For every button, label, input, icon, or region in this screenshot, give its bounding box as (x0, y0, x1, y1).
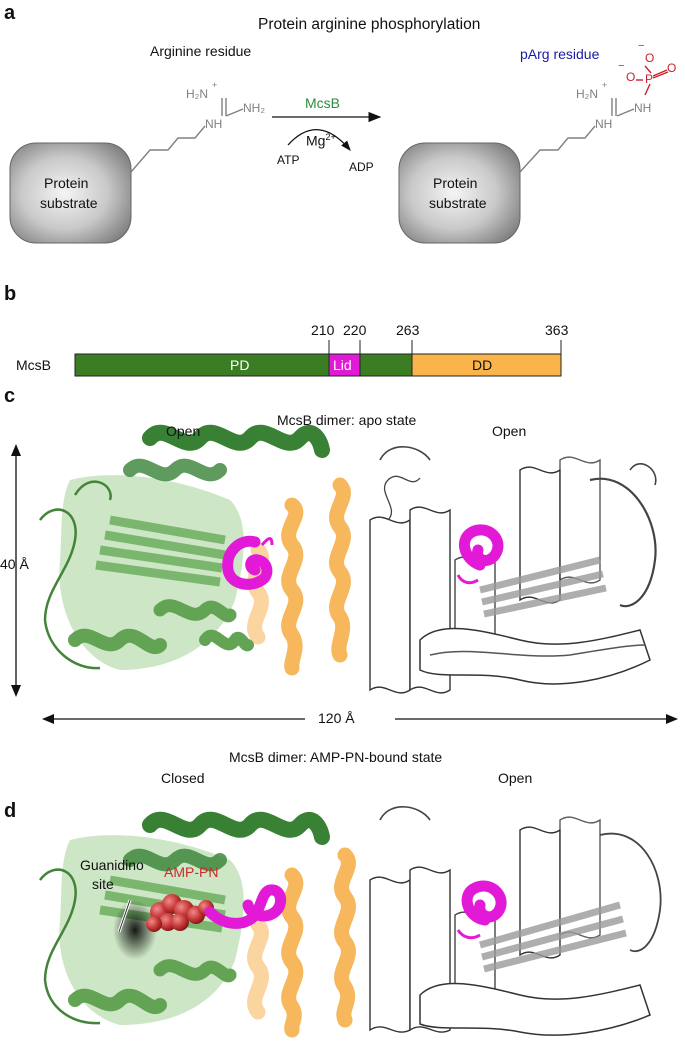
adp-label: ADP (349, 160, 374, 174)
chem-right-h2n: H₂N (576, 87, 598, 101)
chem-oxygen-double: O (667, 61, 677, 75)
tick-263: 263 (396, 322, 420, 338)
chem-oxygen-top: O (645, 51, 655, 65)
panel-d-title: McsB dimer: AMP-PN-bound state (229, 749, 443, 765)
chem-minus-top: − (638, 40, 645, 52)
panel-c-left-state: Open (166, 423, 201, 439)
domain-tick-lines (328, 340, 562, 354)
panel-c-right-state: Open (492, 423, 527, 439)
chem-right-nh: NH (595, 117, 613, 131)
cofactor-charge: 2+ (325, 132, 336, 142)
domain-dd (411, 353, 562, 377)
segment-pd-label: PD (230, 357, 250, 373)
panel-d-right-state: Open (498, 770, 533, 786)
segment-lid-label: Lid (333, 357, 352, 373)
domain-pd-tail (359, 353, 413, 377)
cofactor-symbol: Mg (306, 132, 326, 149)
panel-c-title: McsB dimer: apo state (277, 412, 417, 428)
protein-substrate-right-blob (398, 142, 521, 244)
tick-363: 363 (545, 322, 569, 338)
protein-left-line1: Protein (44, 175, 89, 191)
protein-left-line2: substrate (40, 195, 98, 211)
amp-pn-spheres (146, 894, 214, 932)
segment-dd-label: DD (472, 357, 493, 373)
chem-minus-left: − (618, 60, 625, 72)
atp-label: ATP (277, 153, 300, 167)
guanidino-label-line1: Guanidino (80, 857, 144, 873)
bound-lid-left (204, 884, 287, 929)
chem-left-h2n: H₂N (186, 87, 208, 101)
panel-b-letter: b (4, 283, 17, 305)
protein-right-line1: Protein (433, 175, 478, 191)
tick-220: 220 (343, 322, 367, 338)
panel-d-left-state: Closed (161, 770, 205, 786)
arginine-residue-label: Arginine residue (150, 43, 252, 59)
chem-left-nh2: NH₂ (243, 101, 265, 115)
panel-d-letter: d (4, 800, 17, 822)
chem-right-nh-phos: NH (634, 101, 652, 115)
panel-a-letter: a (4, 2, 16, 24)
guanidino-label-line2: site (92, 876, 114, 892)
apo-lid-left (222, 535, 273, 590)
chem-phosphorus: P (645, 72, 654, 86)
parg-residue-label: pArg residue (520, 46, 600, 62)
domain-pd (74, 353, 330, 377)
bound-lid-right (461, 880, 507, 926)
cofactor-label: Mg2+ (306, 132, 336, 149)
panel-a-title: Protein arginine phosphorylation (258, 16, 481, 33)
bound-dd-helices (247, 847, 356, 1038)
height-label: 40 Å (0, 556, 29, 572)
chem-left-nh: NH (205, 117, 223, 131)
apo-right-protomer (369, 446, 657, 694)
cofactor-arc (287, 129, 351, 151)
chem-left-plus: + (212, 80, 218, 90)
domain-protein-label: McsB (16, 357, 51, 373)
bound-right-protomer (369, 806, 662, 1036)
protein-substrate-left-blob (9, 142, 132, 244)
tick-210: 210 (311, 322, 335, 338)
amp-pn-label: AMP-PN (164, 864, 219, 880)
chem-right-plus: + (602, 80, 608, 90)
protein-right-line2: substrate (429, 195, 487, 211)
enzyme-label: McsB (305, 95, 340, 111)
panel-c-letter: c (4, 385, 16, 407)
apo-lid-right (458, 524, 504, 571)
apo-left-protomer (39, 424, 330, 670)
width-label: 120 Å (318, 710, 355, 726)
phosphate-bonds (636, 65, 669, 96)
parg-side-chain (519, 98, 635, 173)
chem-oxygen-left: O (626, 70, 636, 84)
arginine-side-chain (130, 98, 244, 173)
